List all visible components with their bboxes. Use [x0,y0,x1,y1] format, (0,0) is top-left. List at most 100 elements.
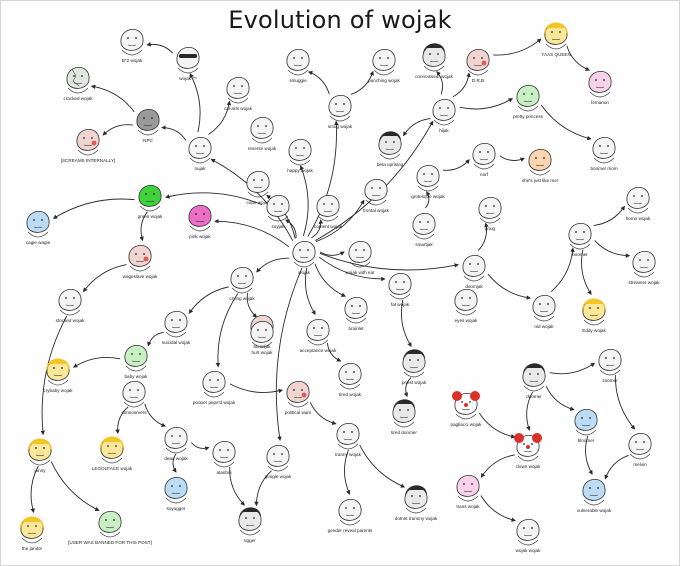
evolution-arrow [254,470,272,507]
node-label: pretty princess [513,114,544,119]
node-doomer: doomer [522,363,546,399]
node-crying: crying wojak [229,266,255,301]
evolution-arrow [487,273,531,300]
node-norf: norf [472,142,496,177]
node-melvin: melvin [628,432,652,467]
node-label: priest wojak [402,380,427,385]
node-label: cope wojak [247,200,271,205]
evolution-arrow [459,98,513,110]
node-shes: she's just like me! [522,148,558,183]
node-gnug: gnug [478,196,502,231]
node-label: frontal wojak [363,208,389,213]
evolution-arrow [526,391,534,431]
node-homo: homo wojak [626,186,651,221]
evolution-arrow [452,72,471,98]
evolution-arrow [172,453,177,473]
node-label: atariboi [216,470,231,475]
evolution-arrow [115,406,129,435]
node-label: pooper pepe'd wojak [193,400,236,405]
node-label: fat wojak [391,302,410,307]
node-label: streamer wojak [628,280,660,285]
node-label: wojak [298,270,310,275]
evolution-arrow [50,461,100,511]
node-label: trans wojak [456,504,480,509]
node-label: acceptance wojak [300,348,337,353]
evolution-arrow [400,299,412,348]
node-trans: trans wojak [456,474,480,509]
evolution-arrow [229,383,283,394]
node-label: cagie wagie [26,240,51,245]
node-stocked: stocked wojak [56,288,85,323]
node-label: pink wojak [189,234,211,239]
node-cracked: cracked wojak [63,66,93,101]
node-punching: punching wojak [368,48,401,83]
node-content: content wojak [314,194,343,229]
node-label: old wojak [534,324,554,329]
node-label: norf [480,172,489,177]
evolution-arrow [585,435,593,475]
node-label: connoisseur wojak [415,74,453,79]
node-old: old wojak [532,294,556,329]
node-pagliacci: pagliacci wojak [451,391,482,427]
node-pooper: pooper pepe'd wojak [193,370,236,405]
node-label: crybaby wojak [43,388,73,393]
node-calarts: cal-arts wojak [224,76,253,111]
evolution-arrow [315,199,365,242]
node-dotnet: dotnet trannny wojak [395,485,438,521]
node-label: bloodjak [253,344,271,349]
node-boomer: boomer [568,222,592,257]
node-label: tigger [244,538,256,543]
node-happy: happy wojak [287,138,313,173]
node-label: D.R.B [472,78,484,83]
node-pretty: pretty princess [513,84,544,119]
evolution-arrow [359,444,406,488]
evolution-arrow [480,495,516,522]
evolution-arrow [343,449,351,495]
node-label: wageslave wojak [123,274,158,279]
node-hurt: hurt wojak [250,320,274,355]
node-yaas: YAAS QUEEN [541,22,571,57]
node-eddy: Eddy wojak [581,298,606,333]
node-label: bloomer [578,438,595,443]
node-label: google wojak [265,474,293,479]
node-label: political wars [285,410,312,415]
node-boomer-mom: boomer mom [590,136,618,171]
evolution-arrow [275,267,303,442]
node-cagie: cagie wagie [26,210,51,245]
node-label: she's just like me! [522,178,558,183]
evolution-arrow [214,219,290,248]
evolution-arrow [309,402,337,425]
evolution-arrow [40,315,68,436]
node-nujak: nujak [188,136,212,171]
node-label: NPC [143,138,153,143]
node-label: wojak with ear [345,270,375,275]
evolution-arrow [72,356,121,368]
node-label: wojak wojak [516,548,541,553]
node-label: green wojak [138,214,163,219]
evolution-arrow [189,73,201,133]
node-label: nujak [195,166,207,171]
evolution-arrow [480,454,515,478]
evolution-arrow [604,454,629,480]
evolution-arrow [311,219,324,239]
node-crybaby: crybaby wojak [43,358,73,393]
evolution-arrow [540,104,592,141]
node-wojak-bottom: wojak wojak [516,518,541,553]
evolution-arrow [403,118,431,137]
node-screams: [SCREAMS INTERNALLY] [61,128,115,163]
node-label: smug wojak [328,124,353,129]
node-grotesque: grotesque wojak [411,164,445,199]
node-label: eyes wojak [455,318,478,323]
node-wojak: wojak [292,240,316,275]
node-soyugger: soyugger [164,476,188,511]
node-legolface: LEGOLFACE wojak [92,436,133,471]
evolution-arrow [594,240,631,258]
node-smartjak: smartjak [412,212,436,247]
node-label: tired doomer [391,430,417,435]
evolution-arrow [326,342,342,362]
node-label: boomer mom [590,166,617,171]
evolution-arrow [299,165,309,237]
node-smug: smug wojak [328,94,353,129]
